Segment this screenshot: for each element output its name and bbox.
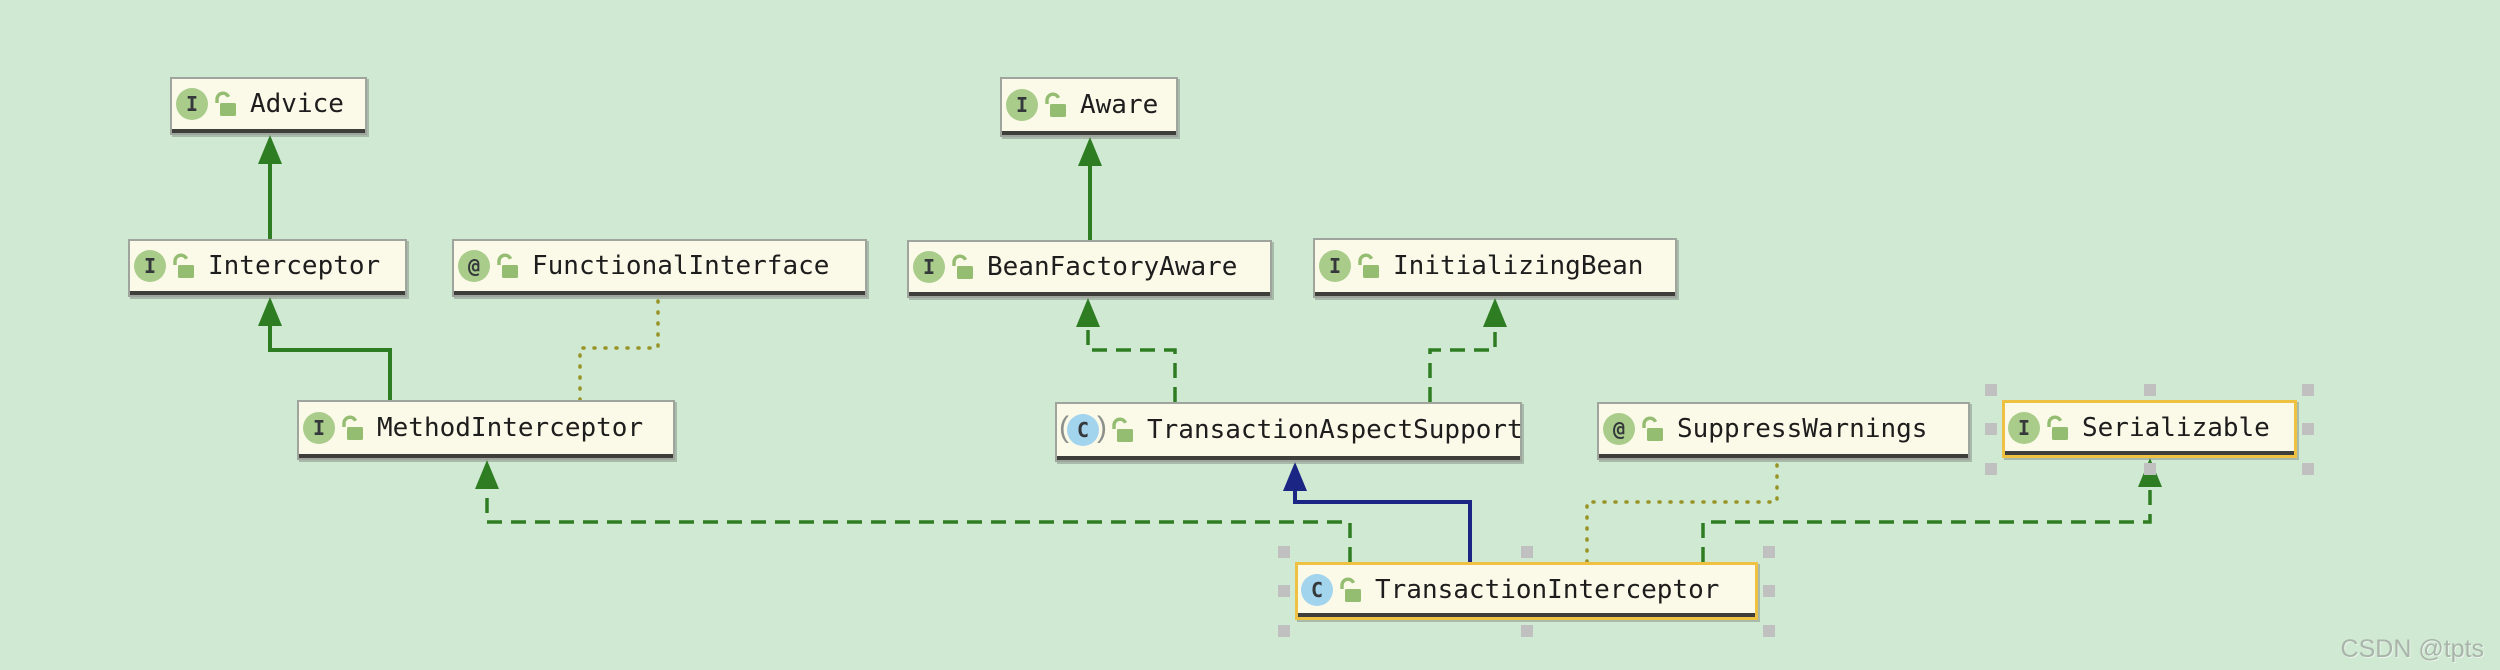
interface-icon: I — [134, 250, 166, 282]
interface-node-method-interceptor[interactable]: I MethodInterceptor — [297, 400, 675, 460]
arrowhead-ti-extends-tas — [1283, 462, 1307, 491]
class-name-label: TransactionAspectSupport — [1147, 415, 1523, 445]
selection-handle[interactable] — [1763, 585, 1775, 597]
abstract-paren: ( — [1059, 411, 1069, 444]
edge-method-interceptor-annotated-with-functional-interface[interactable] — [578, 295, 660, 402]
class-name-label: Interceptor — [208, 251, 381, 281]
abstract-class-icon: C — [1067, 414, 1099, 446]
class-name-label: Aware — [1080, 90, 1159, 120]
public-unlocked-icon — [1642, 416, 1663, 441]
selection-handle[interactable] — [1763, 625, 1775, 637]
selection-handle[interactable] — [2143, 384, 2156, 396]
public-unlocked-icon — [952, 254, 973, 279]
annotation-node-suppress-warnings[interactable]: @ SuppressWarnings — [1597, 402, 1970, 460]
class-node-transaction-interceptor[interactable]: C TransactionInterceptor — [1295, 562, 1758, 620]
class-name-label: FunctionalInterface — [532, 251, 830, 281]
public-unlocked-icon — [173, 253, 194, 278]
public-unlocked-icon — [2047, 415, 2068, 440]
class-name-label: Serializable — [2082, 412, 2270, 443]
public-unlocked-icon — [215, 91, 236, 116]
interface-icon: I — [913, 251, 945, 283]
selection-handle[interactable] — [1278, 585, 1290, 597]
class-name-label: InitializingBean — [1393, 251, 1644, 281]
arrowhead-bean-factory-aware-extends-aware — [1078, 137, 1102, 166]
annotation-node-functional-interface[interactable]: @ FunctionalInterface — [452, 239, 867, 297]
public-unlocked-icon — [342, 415, 363, 440]
arrowhead-tas-implements-bean-factory-aware — [1076, 298, 1100, 327]
interface-icon: I — [303, 412, 335, 444]
edge-ti-implements-serializable[interactable] — [1701, 484, 2152, 562]
edge-tas-implements-bean-factory-aware[interactable] — [1086, 324, 1177, 402]
interface-node-bean-factory-aware[interactable]: I BeanFactoryAware — [907, 240, 1272, 298]
interface-icon: I — [1006, 89, 1038, 121]
class-icon: C — [1301, 573, 1333, 606]
interface-icon: I — [1319, 250, 1351, 282]
interface-node-aware[interactable]: I Aware — [1000, 77, 1178, 137]
annotation-icon: @ — [1603, 413, 1635, 445]
interface-node-advice[interactable]: I Advice — [170, 77, 367, 135]
watermark: CSDN @tpts — [2340, 635, 2484, 663]
public-unlocked-icon — [1358, 253, 1379, 278]
class-name-label: BeanFactoryAware — [987, 252, 1238, 282]
edge-ti-implements-method-interceptor[interactable] — [485, 486, 1352, 562]
edge-method-interceptor-extends-interceptor[interactable] — [268, 323, 392, 400]
interface-node-interceptor[interactable]: I Interceptor — [128, 239, 407, 297]
public-unlocked-icon — [1112, 417, 1133, 442]
abstract-class-node-transaction-aspect-support[interactable]: (C) TransactionAspectSupport — [1055, 402, 1523, 462]
selection-handle[interactable] — [1763, 546, 1775, 558]
public-unlocked-icon — [1340, 577, 1361, 602]
edge-ti-annotated-with-suppress-warnings[interactable] — [1585, 458, 1779, 564]
selection-handle[interactable] — [1985, 384, 1997, 396]
selection-handle[interactable] — [1985, 423, 1997, 435]
selection-handle[interactable] — [2302, 423, 2314, 435]
abstract-paren: ) — [1097, 411, 1107, 444]
selection-handle[interactable] — [1278, 625, 1290, 637]
class-name-label: TransactionInterceptor — [1375, 574, 1720, 605]
arrowhead-method-interceptor-extends-interceptor — [258, 297, 282, 326]
arrowhead-ti-implements-method-interceptor — [475, 460, 499, 489]
public-unlocked-icon — [1045, 92, 1066, 117]
interface-node-serializable[interactable]: I Serializable — [2002, 400, 2297, 458]
edge-tas-implements-initializing-bean[interactable] — [1428, 324, 1497, 402]
public-unlocked-icon — [497, 253, 518, 278]
selection-handle[interactable] — [1520, 546, 1533, 558]
selection-handle[interactable] — [1278, 546, 1290, 558]
class-name-label: MethodInterceptor — [377, 413, 644, 443]
interface-node-initializing-bean[interactable]: I InitializingBean — [1313, 238, 1677, 298]
class-name-label: Advice — [250, 89, 344, 119]
annotation-icon: @ — [458, 250, 490, 282]
selection-handle[interactable] — [2302, 463, 2314, 475]
interface-icon: I — [176, 88, 208, 120]
edge-ti-extends-tas[interactable] — [1293, 488, 1472, 562]
class-name-label: SuppressWarnings — [1677, 414, 1928, 444]
selection-handle[interactable] — [2143, 463, 2156, 475]
selection-handle[interactable] — [1520, 625, 1533, 637]
arrowhead-interceptor-extends-advice — [258, 135, 282, 164]
arrowhead-tas-implements-initializing-bean — [1483, 298, 1507, 327]
interface-icon: I — [2008, 411, 2040, 444]
selection-handle[interactable] — [2302, 384, 2314, 396]
selection-handle[interactable] — [1985, 463, 1997, 475]
